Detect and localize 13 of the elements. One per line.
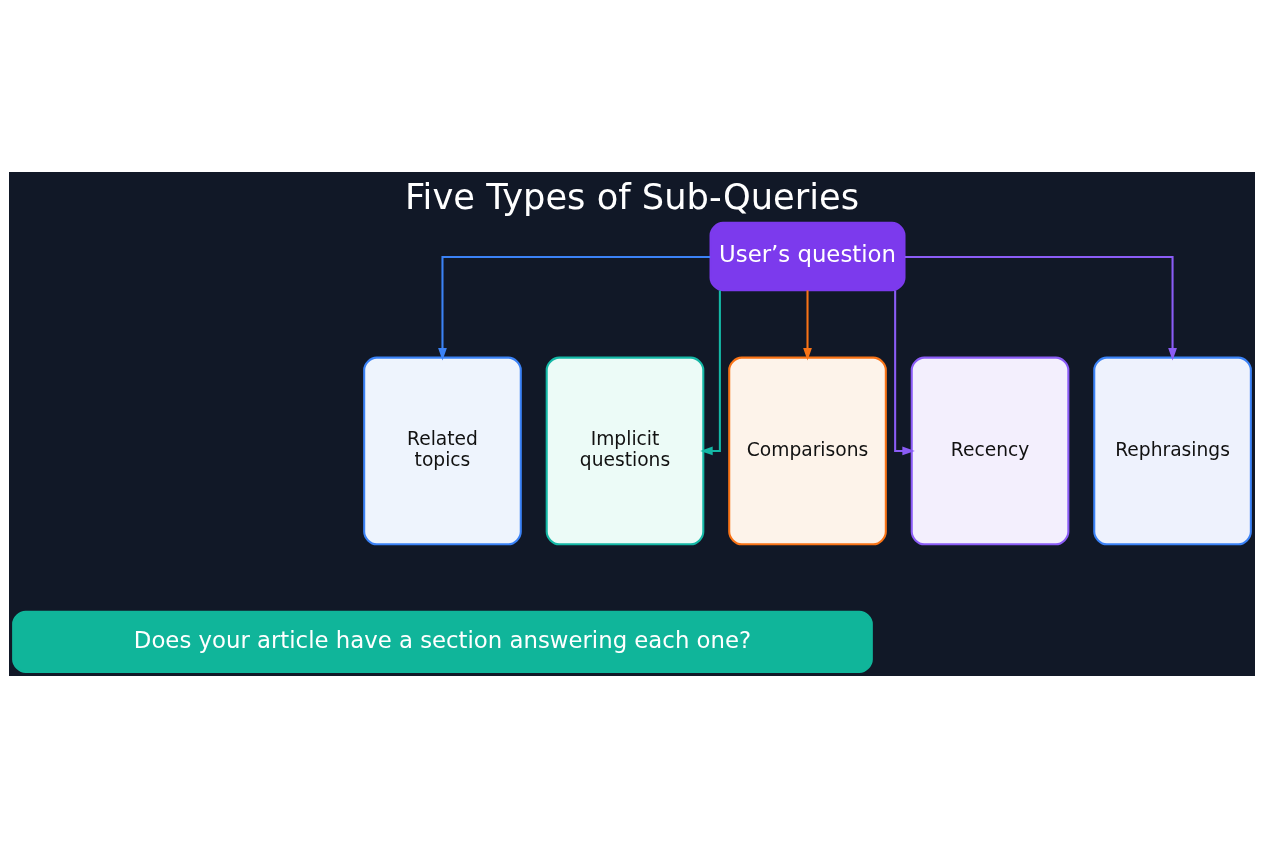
arrow <box>904 256 1177 361</box>
node-box: Recency <box>910 356 1070 546</box>
arrow <box>700 290 721 456</box>
diagram-title: Five Types of Sub-Queries <box>404 175 860 217</box>
arrow <box>803 290 812 361</box>
arrow <box>894 290 915 456</box>
node-box: Does your article have a section answering each one? <box>12 610 873 673</box>
node-box: Implicit questions <box>545 356 705 546</box>
node-box: User’s question <box>709 221 906 292</box>
node-box: Comparisons <box>728 356 887 546</box>
node-box: Related topics <box>363 356 522 546</box>
arrow <box>438 256 711 361</box>
node-box: Rephrasings <box>1093 356 1252 546</box>
